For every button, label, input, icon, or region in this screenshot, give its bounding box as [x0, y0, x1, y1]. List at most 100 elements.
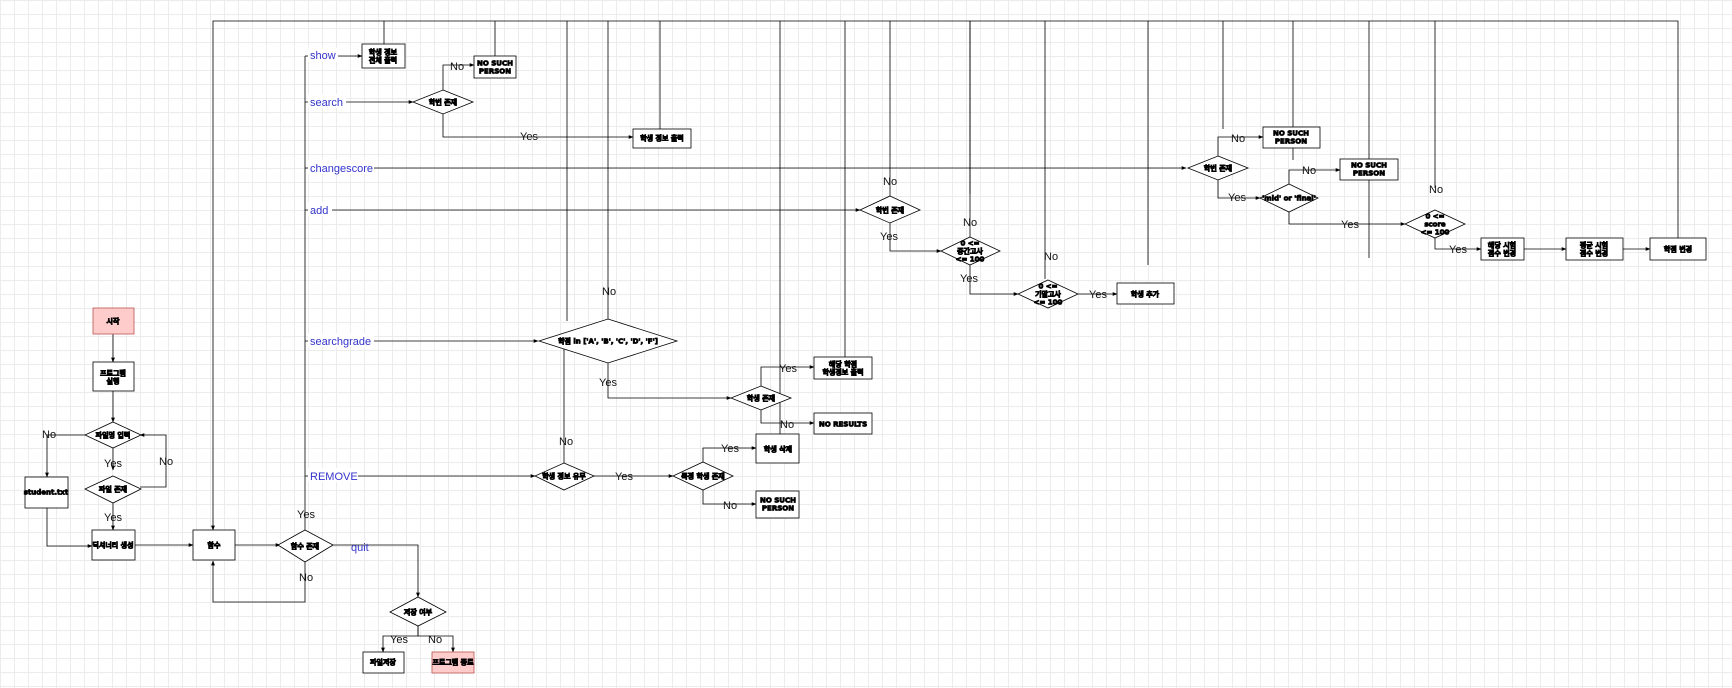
save-check-text: 저장 여부 [404, 608, 433, 617]
search-no-person-node [473, 55, 517, 79]
cs-change-grade-text: 학점 변경 [1664, 245, 1692, 254]
file-exists-decision [84, 475, 142, 504]
func-text: 함수 [208, 541, 221, 550]
cmd-remove: REMOVE [310, 471, 358, 483]
add-mid-range-text: 0 <=중간고사<= 100 [956, 240, 985, 264]
student-txt-node [24, 476, 69, 509]
label-sg-no: No [602, 286, 616, 298]
sg-in-list-text: 학점 in ['A', 'B', 'C', 'D', 'F'] [558, 337, 658, 346]
rm-no-person-node [755, 490, 800, 519]
label-sg-exists-yes: Yes [779, 363, 797, 375]
start-node [92, 307, 135, 335]
label-func-no: No [299, 572, 313, 584]
func-node [192, 529, 236, 561]
file-save-node [362, 651, 405, 674]
sg-student-exists-text: 학생 존재 [747, 394, 775, 403]
cmd-searchgrade: searchgrade [310, 336, 371, 348]
edge-add-no-returns [889, 21, 971, 237]
label-save-no: No [428, 634, 442, 646]
rm-has-info-text: 학생 정보 유무 [542, 472, 586, 481]
edge-sg-yes [607, 363, 732, 400]
label-rm-no: No [559, 436, 573, 448]
add-student-node [1116, 282, 1175, 305]
label-score-no: No [1429, 184, 1443, 196]
func-exists-text: 함수 존재 [291, 542, 319, 551]
edge-return-bus [211, 20, 1679, 531]
label-mf-yes: Yes [1341, 219, 1359, 231]
cs-exists-text: 학번 존재 [1204, 164, 1232, 173]
sg-student-exists-decision [729, 385, 793, 411]
program-end-node [431, 651, 475, 674]
label-save-yes: Yes [390, 634, 408, 646]
search-print-node [632, 128, 692, 149]
label-sg-yes: Yes [599, 377, 617, 389]
search-exists-decision [411, 89, 475, 115]
edge-student-to-dict [46, 508, 93, 548]
label-cs-no: No [1231, 133, 1245, 145]
label-mid-no: No [963, 217, 977, 229]
cs-no-person2-node [1339, 158, 1399, 181]
edge-score-yes [1434, 236, 1482, 251]
edge-cs-yes [1217, 180, 1261, 200]
add-final-range-text: 0 <=기말고사<= 100 [1034, 283, 1063, 307]
label-input-yes: Yes [104, 458, 122, 470]
filename-input-decision [84, 421, 142, 449]
cs-score-range-decision [1404, 209, 1466, 239]
label-input-no: No [42, 429, 56, 441]
cmd-changescore: changescore [310, 163, 373, 175]
rm-student-exists-decision [672, 461, 734, 491]
sg-print-node [813, 356, 873, 380]
dict-create-text: 딕셔너리 생성 [92, 541, 133, 550]
label-exists-no: No [159, 456, 173, 468]
edge-search-no [442, 63, 475, 90]
cs-mid-final-text: 'mid' or 'final' [1262, 195, 1316, 203]
label-cs-yes: Yes [1228, 192, 1246, 204]
label-sg-exists-no: No [780, 419, 794, 431]
label-func-yes: Yes [297, 509, 315, 521]
edge-add-yes [889, 223, 942, 253]
edge-sg-exists-no [760, 410, 815, 425]
edge-func-exists-no [211, 560, 306, 603]
edge-quit [333, 544, 420, 598]
label-add-no: No [883, 176, 897, 188]
edge-return-branches [383, 21, 1436, 449]
cs-change-grade-node [1649, 237, 1707, 261]
edge-save-no [417, 626, 455, 653]
label-exists-yes: Yes [104, 512, 122, 524]
cs-change-score-node [1480, 237, 1525, 261]
edge-cs-no [1217, 135, 1264, 156]
cs-change-avg-node [1565, 237, 1624, 261]
add-final-range-decision [1017, 279, 1079, 309]
program-end-text: 프로그램 종료 [432, 658, 474, 667]
sg-in-list-decision [537, 318, 679, 364]
label-final-yes: Yes [1089, 289, 1107, 301]
func-exists-decision [277, 529, 334, 563]
label-search-no: No [450, 61, 464, 73]
edge-mf-yes [1288, 210, 1406, 226]
student-txt-text: student.txt [24, 489, 69, 497]
label-search-yes: Yes [520, 131, 538, 143]
sg-no-results-text: NO RESULTS [819, 421, 867, 429]
cmd-add: add [310, 205, 328, 217]
rm-has-info-decision [534, 462, 595, 491]
search-print-text: 학생 정보 출력 [640, 134, 684, 143]
rm-student-exists-text: 특정 학생 존재 [681, 472, 725, 481]
cs-score-range-text: 0 <=score<= 100 [1421, 213, 1450, 237]
edge-rm-exists-yes [702, 446, 757, 462]
dict-create-node [91, 529, 136, 561]
edge-sg-exists-yes [760, 365, 815, 386]
add-exists-text: 학번 존재 [876, 206, 904, 215]
search-exists-text: 학번 존재 [429, 98, 457, 107]
rm-delete-node [755, 433, 800, 464]
edge-rm-exists-no [702, 490, 757, 506]
cmd-search: search [310, 97, 343, 109]
